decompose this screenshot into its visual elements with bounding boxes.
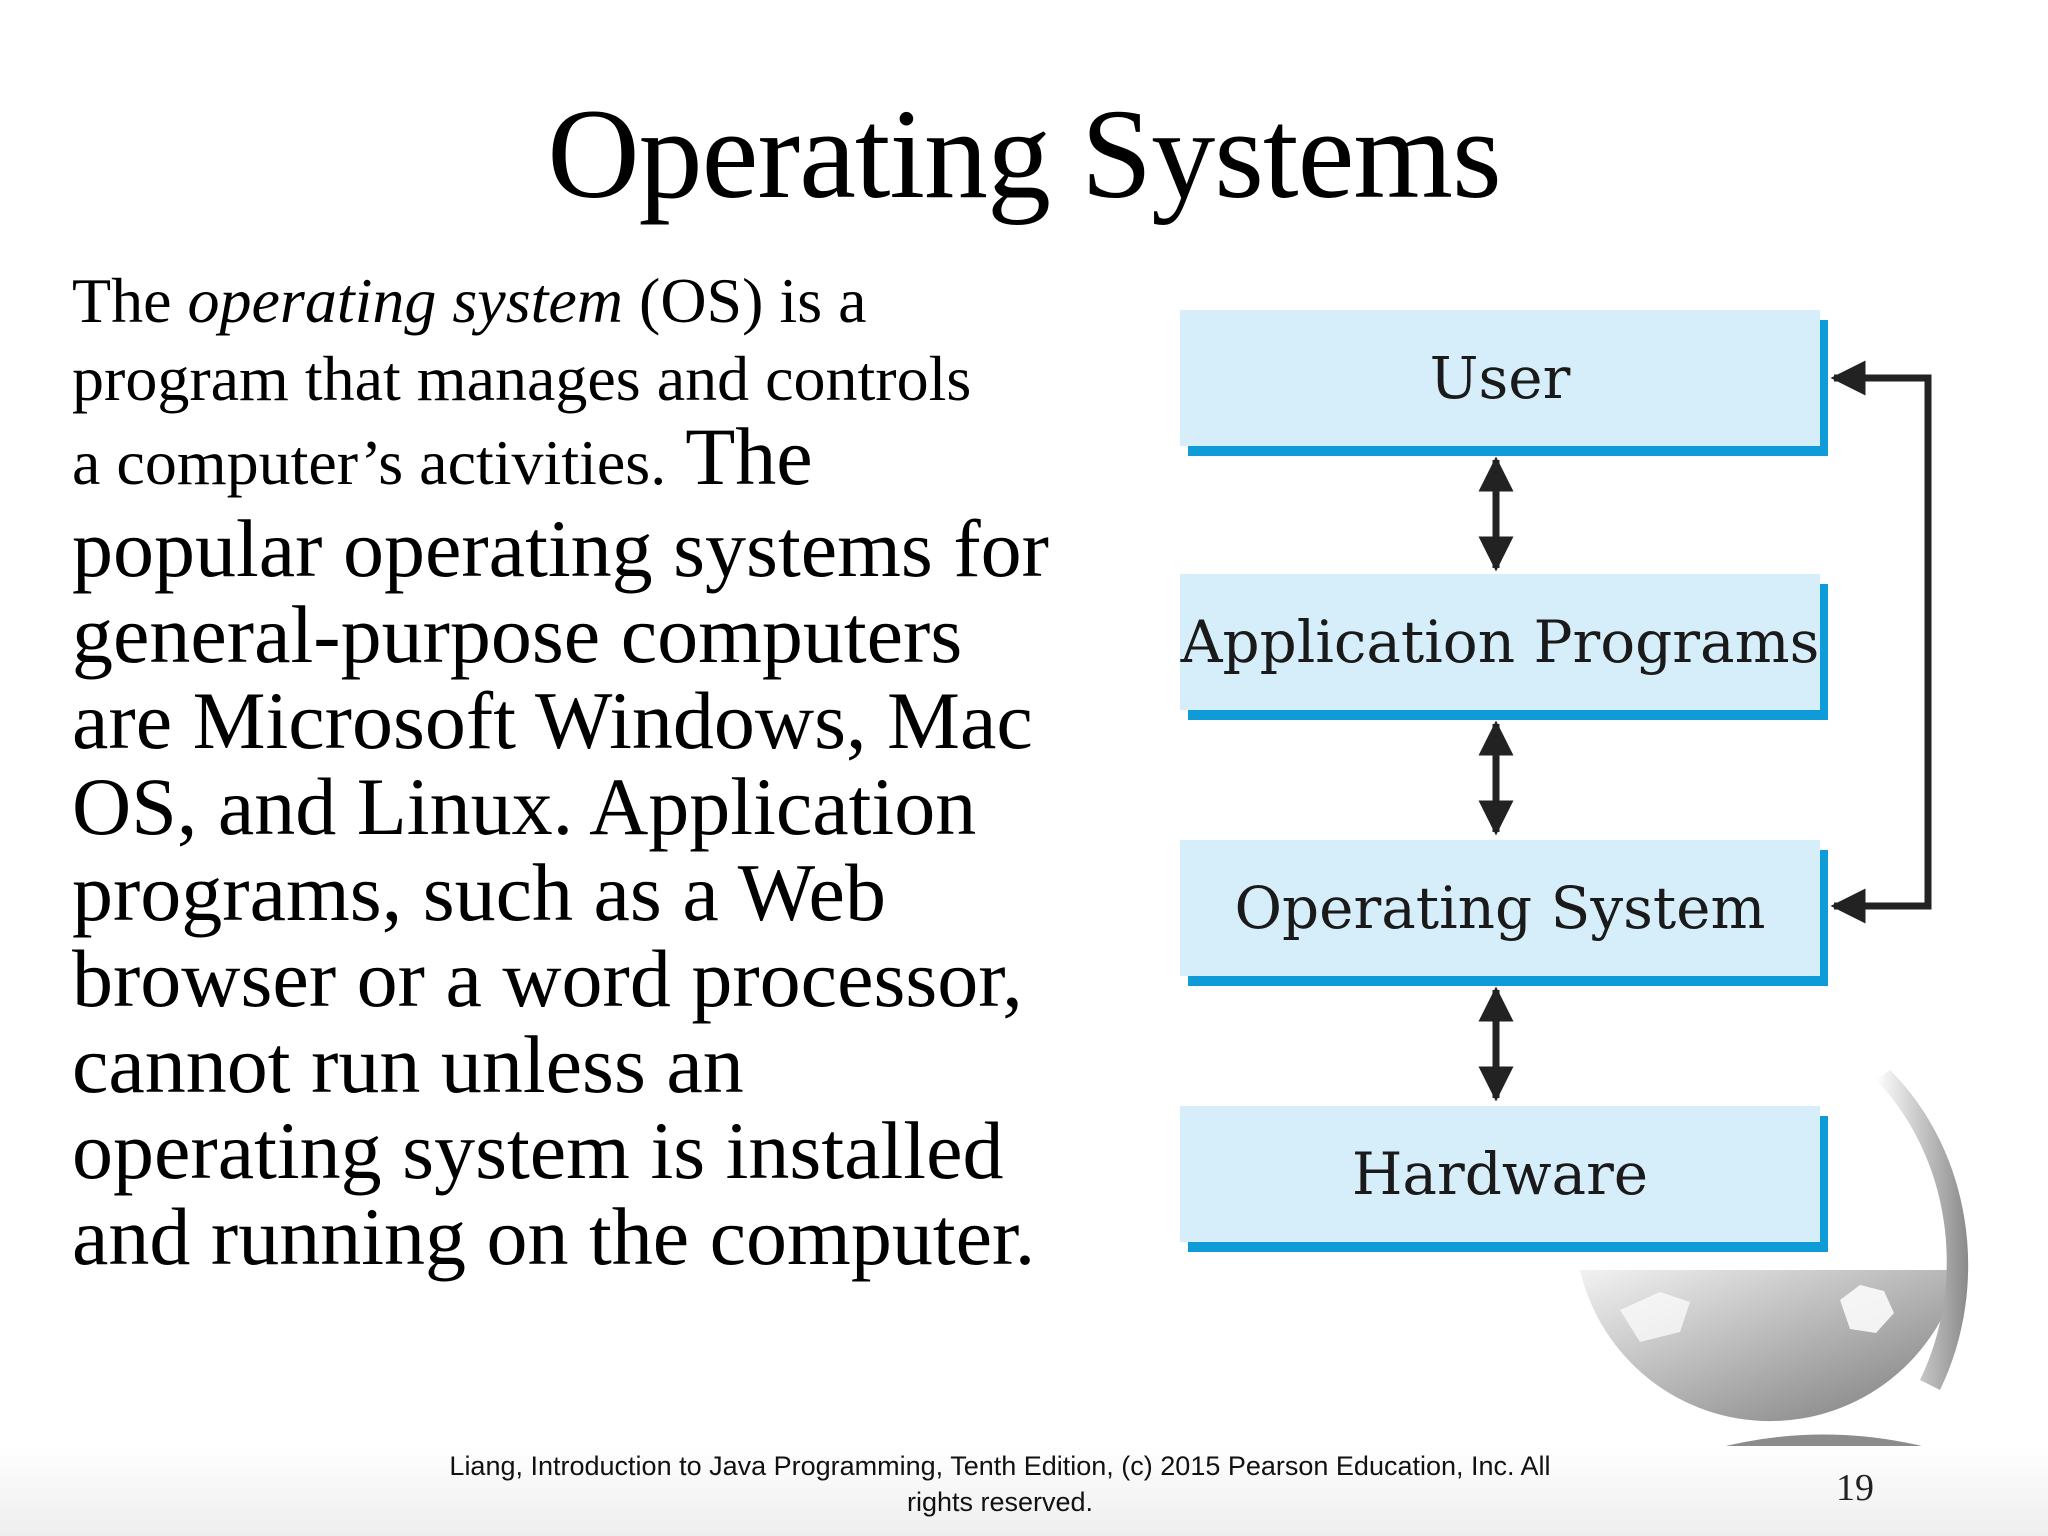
body-text-run: (OS) is a (623, 265, 867, 336)
italic-term: operating system (187, 265, 624, 336)
footer-line: Liang, Introduction to Java Programming,… (449, 1451, 1551, 1481)
body-line: programs, such as a Web (72, 847, 886, 938)
body-line: browser or a word processor, (72, 933, 1023, 1024)
footer-band (0, 1446, 2048, 1536)
body-text-run: The (72, 265, 188, 336)
bracket-arrow-user-os (1830, 360, 1932, 924)
slide-title: Operating Systems (547, 83, 1502, 225)
continent-shape (1840, 1285, 1894, 1333)
body-paragraph: The operating system (OS) is a program t… (72, 262, 1072, 1280)
footer-line: rights reserved. (906, 1487, 1094, 1517)
os-layer-diagram: User Application Programs Operating Syst… (1150, 290, 1970, 1310)
body-line: general-purpose computers (72, 589, 963, 680)
body-line: The operating system (OS) is a (72, 262, 1072, 340)
body-line: are Microsoft Windows, Mac (72, 675, 1033, 766)
globe-ring (1876, 1070, 1969, 1390)
copyright-footer: Liang, Introduction to Java Programming,… (400, 1448, 1600, 1520)
body-line: popular operating systems for (72, 503, 1049, 594)
layer-label: User (1429, 344, 1571, 412)
body-line: program that manages and controls (72, 343, 972, 414)
page-number: 19 (1836, 1467, 1874, 1509)
diagram-arrows (1478, 360, 1932, 1102)
body-text-run: a computer’s activities. (72, 427, 667, 498)
continent-shape (1620, 1292, 1690, 1342)
body-line: and running on the computer. (72, 1191, 1036, 1282)
layer-box-hardware: Hardware (1180, 1106, 1820, 1242)
layer-label: Hardware (1351, 1140, 1649, 1208)
layer-label: Operating System (1234, 874, 1766, 942)
body-line: a computer’s activities. The (72, 414, 1072, 506)
layer-box-user: User (1180, 310, 1820, 446)
body-line: operating system is installed (72, 1105, 1004, 1196)
body-line: cannot run unless an (72, 1019, 744, 1110)
body-text-run: The (666, 411, 813, 502)
layer-box-application-programs: Application Programs (1180, 574, 1820, 710)
layer-label: Application Programs (1180, 608, 1820, 676)
layer-box-operating-system: Operating System (1180, 840, 1820, 976)
body-line: OS, and Linux. Application (72, 761, 977, 852)
